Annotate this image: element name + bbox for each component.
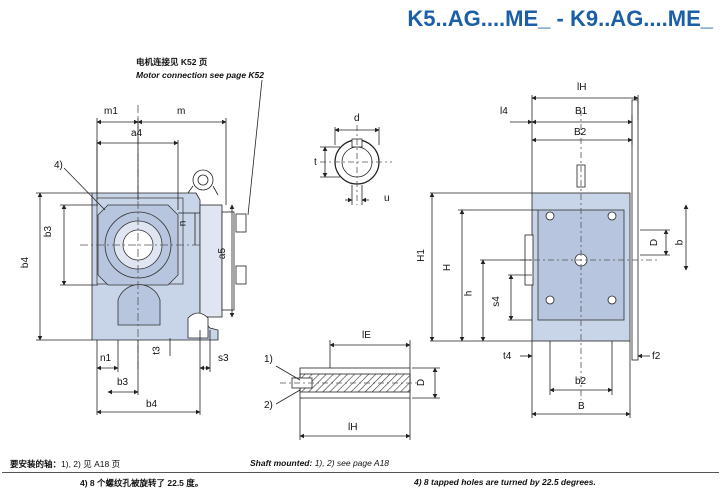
side-view xyxy=(429,95,689,418)
dim-m: m xyxy=(177,106,186,117)
motor-note-en: Motor connection see page K52 xyxy=(136,70,264,80)
shaft-note-en-rest: 1), 2) see page A18 xyxy=(312,458,390,468)
dim-u: u xyxy=(384,193,390,204)
dim-D-shaft: D xyxy=(416,378,428,387)
dim-lE: lE xyxy=(362,330,371,341)
dim-l4: l4 xyxy=(500,106,508,117)
front-view xyxy=(36,79,263,415)
dim-b2: b2 xyxy=(575,376,587,387)
dim-a4: a4 xyxy=(131,128,143,139)
dim-H: H xyxy=(442,263,454,272)
dim-f2: f2 xyxy=(652,351,661,362)
dim-lH-bottom: lH xyxy=(348,422,358,433)
dim-m1: m1 xyxy=(104,106,118,117)
note-1-label: 1) xyxy=(264,354,273,365)
dim-a5: a5 xyxy=(217,247,229,260)
shaft-note-zh-bold: 要安装的轴： xyxy=(10,459,62,469)
shaft-section-view xyxy=(320,125,392,205)
dim-n: n xyxy=(177,220,189,227)
dim-t3: t3 xyxy=(151,346,163,355)
note-2-label: 2) xyxy=(264,400,273,411)
shaft-note-en-bold: Shaft mounted: xyxy=(250,458,313,468)
shaft-mounted-note-zh: 要安装的轴：1), 2) 见 A18 页 xyxy=(10,458,120,470)
dim-B: B xyxy=(578,401,585,412)
dim-h: h xyxy=(463,290,475,297)
tapped-holes-note-zh: 4) 8 个螺纹孔被旋转了 22.5 度。 xyxy=(80,478,204,488)
dim-b4-bottom: b4 xyxy=(146,399,158,410)
dim-s4: s4 xyxy=(490,296,502,307)
page-title: K5..AG....ME_ - K9..AG....ME_ xyxy=(407,6,713,31)
footer-divider xyxy=(2,472,719,473)
shaft-mounted-view xyxy=(275,340,440,440)
dim-t: t xyxy=(314,157,317,168)
dim-b: b xyxy=(674,239,686,246)
dim-b4: b4 xyxy=(20,256,32,269)
tapped-holes-note-en: 4) 8 tapped holes are turned by 22.5 deg… xyxy=(414,477,596,487)
motor-note-zh: 电机连接见 K52 页 xyxy=(136,57,208,67)
note-4-label: 4) xyxy=(54,160,63,171)
dim-H1: H1 xyxy=(415,249,427,262)
dim-B1: B1 xyxy=(575,106,588,117)
dim-b3: b3 xyxy=(43,225,55,238)
shaft-note-zh-rest: 1), 2) 见 A18 页 xyxy=(61,459,121,469)
shaft-mounted-note-en: Shaft mounted: 1), 2) see page A18 xyxy=(250,458,389,468)
dim-s3: s3 xyxy=(218,353,229,364)
dim-t4: t4 xyxy=(503,351,512,362)
dim-d: d xyxy=(354,113,360,124)
dim-b3-bottom: b3 xyxy=(117,377,129,388)
dim-lH-top: lH xyxy=(577,82,587,93)
motor-connection-note: 电机连接见 K52 页 Motor connection see page K5… xyxy=(136,56,264,82)
dim-D: D xyxy=(649,238,661,247)
dim-n1: n1 xyxy=(100,353,112,364)
dim-B2: B2 xyxy=(574,127,587,138)
